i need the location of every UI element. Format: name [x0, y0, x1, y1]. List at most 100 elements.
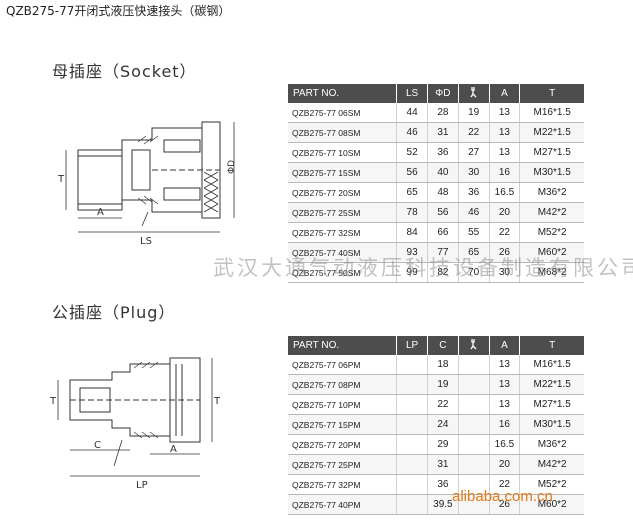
plug-table: PART NO. LP C A T QZB275-77 06PM 18 13 M16*…: [288, 336, 584, 515]
table-cell: [458, 474, 490, 495]
table-cell: QZB275-77 40SM: [288, 242, 398, 263]
plug-dim-t-left: T: [50, 396, 57, 407]
table-cell: 30: [458, 162, 490, 183]
table-cell: 22: [427, 394, 459, 415]
table-cell: [458, 374, 490, 395]
table-cell: QZB275-77 25PM: [288, 454, 398, 475]
table-cell: QZB275-77 40PM: [288, 494, 398, 515]
plug-body: [69, 357, 201, 443]
table-cell: M52*2: [519, 474, 584, 495]
col-t: T: [519, 84, 584, 103]
table-cell: [396, 374, 428, 395]
table-cell: QZB275-77 25SM: [288, 202, 398, 223]
table-cell: QZB275-77 06PM: [288, 355, 398, 375]
table-cell: M16*1.5: [519, 103, 584, 123]
table-cell: 65: [458, 242, 490, 263]
table-cell: [458, 355, 490, 375]
table-cell: 28: [427, 103, 459, 123]
table-cell: 36: [427, 474, 459, 495]
table-cell: 36: [427, 142, 459, 163]
table-cell: 24: [427, 414, 459, 435]
table-cell: M22*1.5: [519, 122, 584, 143]
table-cell: 30: [489, 262, 521, 283]
table-cell: 56: [396, 162, 428, 183]
table-cell: 13: [489, 394, 521, 415]
table-cell: M68*2: [519, 262, 584, 283]
table-cell: 93: [396, 242, 428, 263]
table-cell: 84: [396, 222, 428, 243]
table-cell: 22: [489, 222, 521, 243]
table-cell: 29: [427, 434, 459, 455]
table-cell: QZB275-77 15PM: [288, 414, 398, 435]
table-cell: 13: [489, 103, 521, 123]
table-cell: M36*2: [519, 182, 584, 203]
table-cell: M30*1.5: [519, 162, 584, 183]
col-part-no: PART NO.: [288, 84, 398, 103]
table-cell: [458, 394, 490, 415]
table-cell: [396, 434, 428, 455]
plug-dim-lp: LP: [136, 480, 148, 490]
table-cell: QZB275-77 32PM: [288, 474, 398, 495]
table-cell: 82: [427, 262, 459, 283]
table-cell: 27: [458, 142, 490, 163]
table-cell: 39.5: [427, 494, 459, 515]
table-cell: 70: [458, 262, 490, 283]
table-cell: M36*2: [519, 434, 584, 455]
table-cell: 48: [427, 182, 459, 203]
company-watermark: 武汉大通气动液压科技设备制造有限公司: [213, 256, 633, 280]
socket-dim-a: A: [97, 207, 104, 218]
table-cell: M16*1.5: [519, 355, 584, 375]
page-title: QZB275-77开闭式液压快速接头（碳钢）: [6, 4, 231, 18]
col-phi-d: ΦD: [427, 84, 459, 103]
table-cell: 19: [427, 374, 459, 395]
plug-drawing: T T C A LP: [50, 357, 220, 490]
socket-drawing: T ΦD A LS: [57, 121, 237, 247]
table-cell: 19: [458, 103, 490, 123]
table-cell: QZB275-77 50SM: [288, 262, 398, 283]
table-cell: 55: [458, 222, 490, 243]
table-cell: 20: [489, 454, 521, 475]
table-cell: 16: [489, 162, 521, 183]
table-cell: QZB275-77 10PM: [288, 394, 398, 415]
col-wrench: [458, 336, 490, 355]
table-cell: M60*2: [519, 494, 584, 515]
table-cell: M27*1.5: [519, 142, 584, 163]
table-cell: 16: [489, 414, 521, 435]
table-cell: M27*1.5: [519, 394, 584, 415]
table-cell: 56: [427, 202, 459, 223]
col-a: A: [489, 336, 521, 355]
table-cell: QZB275-77 10SM: [288, 142, 398, 163]
table-cell: QZB275-77 20PM: [288, 434, 398, 455]
plug-header-row: PART NO. LP C A T: [288, 336, 584, 355]
plug-dim-t-right: T: [213, 396, 220, 407]
col-t: T: [519, 336, 584, 355]
table-cell: [396, 494, 428, 515]
socket-seal-hatch: [137, 135, 159, 205]
socket-dim-d: ΦD: [227, 160, 237, 174]
table-cell: 99: [396, 262, 428, 283]
table-cell: 31: [427, 454, 459, 475]
table-cell: M52*2: [519, 222, 584, 243]
col-part-no: PART NO.: [288, 336, 398, 355]
table-cell: [458, 414, 490, 435]
plug-seal-hatch: [133, 361, 159, 439]
plug-dimensions: [57, 358, 213, 477]
table-cell: 26: [489, 242, 521, 263]
plug-heading: 公插座（Plug）: [52, 303, 176, 322]
table-cell: [458, 454, 490, 475]
table-cell: [458, 434, 490, 455]
table-cell: 36: [458, 182, 490, 203]
table-cell: M42*2: [519, 454, 584, 475]
table-cell: 18: [427, 355, 459, 375]
col-ls: LS: [396, 84, 428, 103]
table-cell: 13: [489, 122, 521, 143]
